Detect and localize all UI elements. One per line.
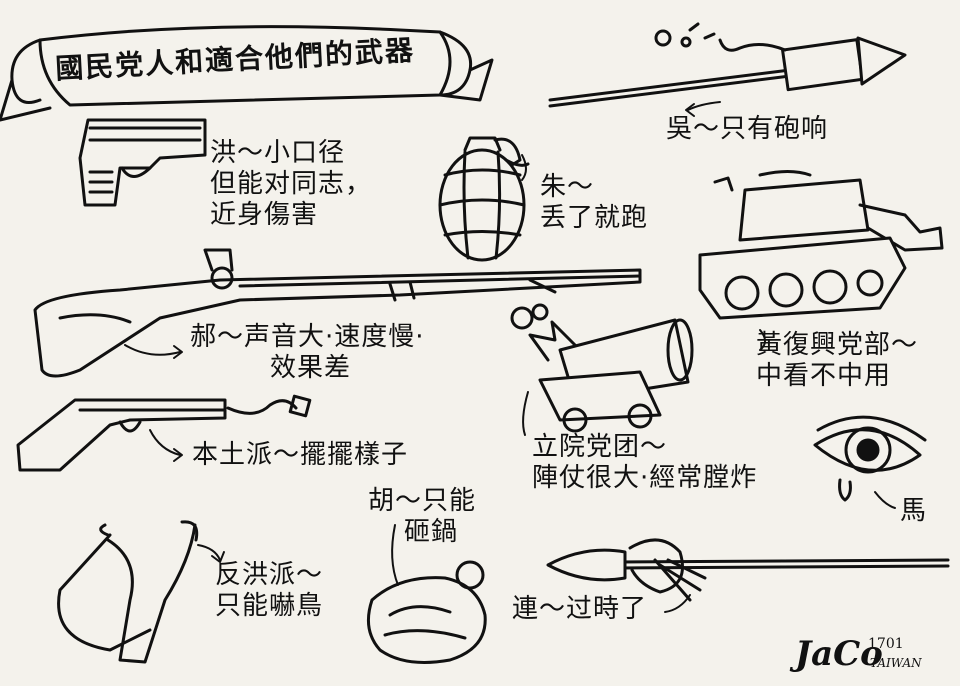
- title-banner: [0, 25, 494, 122]
- caption-wu: 吳～只有砲响: [666, 114, 828, 145]
- grenade-icon: [438, 136, 530, 262]
- caption-ma: 馬: [900, 496, 927, 527]
- pistol-icon: [78, 118, 207, 207]
- caption-fanhong-line1: 反洪派～: [215, 560, 324, 590]
- caption-hao-line2: 效果差: [270, 353, 352, 384]
- caption-lian-line1: 連～过時了: [512, 594, 648, 624]
- eye-icon: [813, 415, 927, 502]
- caption-zhu-line2: 丢了就跑: [540, 203, 649, 234]
- signature-place: TAIWAN: [870, 656, 922, 670]
- caption-bentu: 本土派～擺擺樣子: [192, 440, 408, 471]
- caption-wu-line1: 吳～只有砲响: [666, 114, 829, 144]
- caption-bentu-line1: 本土派～擺擺樣子: [192, 440, 409, 470]
- caption-hao-line1: 郝～声音大·速度慢·: [190, 322, 425, 352]
- firework-rocket-icon: [548, 22, 907, 108]
- caption-liyuan-line2: 陣仗很大·經常膛炸: [532, 463, 758, 494]
- caption-huang-line1: 黃復興党部～: [756, 330, 919, 360]
- broken-cannon-icon: [510, 303, 694, 433]
- toy-rifle-icon: [16, 394, 312, 472]
- caption-zhu-line1: 朱～: [540, 172, 595, 202]
- musket-icon: [33, 248, 642, 378]
- caption-huang-line2: 中看不中用: [756, 361, 892, 392]
- caption-hong: 洪～小口径 但能对同志， 近身傷害: [210, 138, 372, 232]
- caption-liyuan-line1: 立院党团～: [532, 432, 668, 462]
- caption-hong-line2: 但能对同志，: [210, 169, 373, 200]
- caption-liyuan: 立院党团～ 陣仗很大·經常膛炸: [532, 432, 757, 494]
- caption-hu-line2: 砸鍋: [404, 517, 459, 548]
- slingshot-icon: [57, 520, 199, 664]
- signature-date: 1701: [868, 636, 904, 652]
- spear-icon: [546, 538, 950, 602]
- caption-lian: 連～过時了: [512, 594, 647, 625]
- artist-signature: JaCo: [795, 634, 883, 674]
- caption-ma-line1: 馬: [900, 496, 928, 526]
- caption-hu: 胡～只能 砸鍋: [368, 486, 476, 548]
- caption-hong-line3: 近身傷害: [210, 200, 319, 231]
- caption-hao: 郝～声音大·速度慢· 效果差: [190, 322, 425, 384]
- tank-icon: [698, 170, 944, 320]
- wok-icon: [366, 560, 487, 664]
- caption-fanhong-line2: 只能嚇鳥: [215, 591, 324, 622]
- caption-fanhong: 反洪派～ 只能嚇鳥: [215, 560, 323, 622]
- caption-zhu: 朱～ 丢了就跑: [540, 172, 648, 234]
- caption-hong-line1: 洪～小口径: [210, 138, 346, 168]
- caption-hu-line1: 胡～只能: [368, 486, 477, 516]
- caption-huang: 黃復興党部～ 中看不中用: [756, 330, 918, 392]
- pointer-arrows: [124, 101, 896, 613]
